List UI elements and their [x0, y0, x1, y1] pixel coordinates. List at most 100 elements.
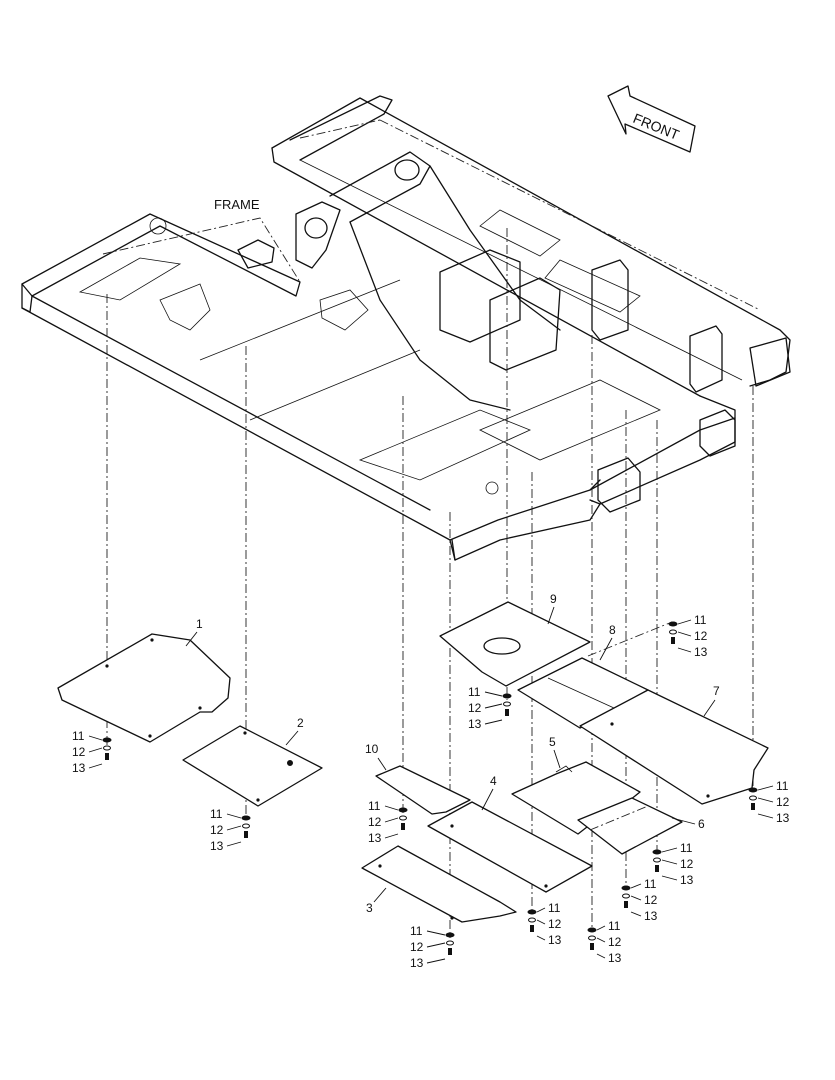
- bolt-icon: [448, 948, 452, 955]
- fastener-stack: 11 12 13: [410, 924, 455, 970]
- fastener-callout-12: 12: [608, 935, 622, 949]
- callout-7: 7: [713, 684, 720, 698]
- leader-line: [630, 895, 642, 901]
- washer-icon: [748, 787, 758, 793]
- washer-icon: [445, 932, 455, 938]
- lock-washer-icon: [528, 917, 536, 923]
- callout-2: 2: [297, 716, 304, 730]
- leader-line: [484, 703, 503, 709]
- fastener-callout-13: 13: [680, 873, 694, 887]
- bolt-icon: [751, 803, 755, 810]
- callout-4: 4: [490, 774, 497, 788]
- leader-line: [536, 919, 546, 925]
- bolt-icon: [401, 823, 405, 830]
- fastener-callout-11: 11: [776, 779, 789, 793]
- fastener-callout-11: 11: [468, 685, 481, 699]
- fastener-callout-12: 12: [410, 940, 424, 954]
- callout-8: 8: [609, 623, 616, 637]
- leader-line: [226, 825, 242, 831]
- plate-4: [427, 801, 593, 893]
- fastener-callout-12: 12: [776, 795, 790, 809]
- lock-washer-icon: [588, 935, 596, 941]
- leader-line: [426, 930, 446, 936]
- leader-line: [384, 805, 399, 811]
- leader-line: [630, 911, 642, 917]
- leader-line: [426, 942, 446, 948]
- plate-7: [579, 689, 769, 805]
- fastener-callout-13: 13: [368, 831, 382, 845]
- lock-washer-icon: [103, 745, 111, 751]
- leader-line: [88, 747, 103, 753]
- leader-line: [596, 937, 606, 943]
- bolt-icon: [655, 865, 659, 872]
- callout-6: 6: [698, 817, 705, 831]
- leader-line: [757, 785, 774, 791]
- bolt-icon: [505, 709, 509, 716]
- leader-line: [677, 647, 692, 653]
- washer-icon: [668, 621, 678, 627]
- fastener-callout-13: 13: [608, 951, 622, 965]
- fastener-callout-11: 11: [644, 877, 657, 891]
- leader-line: [426, 958, 446, 964]
- fastener-callout-11: 11: [410, 924, 423, 938]
- washer-icon: [241, 815, 251, 821]
- frame-assembly: [21, 95, 791, 561]
- leader-line: [661, 847, 678, 853]
- washer-icon: [527, 909, 537, 915]
- lock-washer-icon: [653, 857, 661, 863]
- callout-10: 10: [365, 742, 379, 756]
- leader-line: [596, 953, 606, 959]
- callout-1: 1: [196, 617, 203, 631]
- fastener-callout-13: 13: [210, 839, 224, 853]
- fastener-stacks: 1112131112131112131112131112131112131112…: [72, 613, 790, 970]
- bolt-icon: [624, 901, 628, 908]
- leader-line: [484, 691, 503, 697]
- fastener-callout-11: 11: [608, 919, 621, 933]
- fastener-callout-11: 11: [210, 807, 223, 821]
- fastener-stack: 11 12 13: [587, 919, 622, 965]
- washer-icon: [587, 927, 597, 933]
- bolt-icon: [244, 831, 248, 838]
- fastener-callout-13: 13: [410, 956, 424, 970]
- plate-6: [577, 797, 683, 855]
- leader-line: [226, 813, 242, 819]
- callout-5: 5: [549, 735, 556, 749]
- lock-washer-icon: [399, 815, 407, 821]
- leader-line: [384, 817, 399, 823]
- leader-line: [661, 859, 678, 865]
- fastener-callout-13: 13: [72, 761, 86, 775]
- leader-line: [384, 833, 399, 839]
- washer-icon: [502, 693, 512, 699]
- fastener-callout-13: 13: [468, 717, 482, 731]
- fastener-callout-11: 11: [548, 901, 561, 915]
- plate-3: [361, 845, 517, 923]
- fastener-callout-11: 11: [368, 799, 381, 813]
- bolt-icon: [590, 943, 594, 950]
- fastener-callout-13: 13: [694, 645, 708, 659]
- part-callouts: 1 2 3 4 5 6 7 8 9 10: [185, 592, 720, 915]
- leader-line: [757, 813, 774, 819]
- lock-washer-icon: [749, 795, 757, 801]
- leader-line: [536, 907, 546, 913]
- washer-icon: [652, 849, 662, 855]
- leader-line: [596, 925, 606, 931]
- fastener-callout-12: 12: [468, 701, 482, 715]
- lock-washer-icon: [503, 701, 511, 707]
- callout-3: 3: [366, 901, 373, 915]
- front-arrow-icon: FRONT: [607, 85, 696, 153]
- leader-line: [677, 619, 692, 625]
- fastener-callout-11: 11: [680, 841, 693, 855]
- plate-1: [57, 633, 231, 743]
- leader-line: [677, 631, 692, 637]
- leader-line: [226, 841, 242, 847]
- fastener-callout-13: 13: [644, 909, 658, 923]
- bolt-icon: [671, 637, 675, 644]
